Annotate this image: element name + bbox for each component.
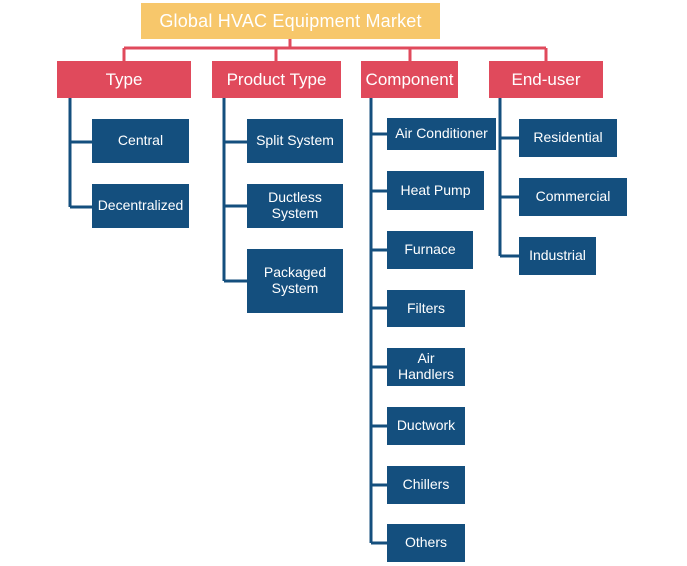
item-packaged-system: Packaged System	[247, 249, 343, 313]
item-decentralized: Decentralized	[92, 184, 189, 228]
item-split-system: Split System	[247, 119, 343, 163]
item-ductwork: Ductwork	[387, 407, 465, 445]
item-central: Central	[92, 119, 189, 163]
item-heat-pump: Heat Pump	[387, 171, 484, 210]
item-residential: Residential	[519, 119, 617, 157]
item-filters: Filters	[387, 290, 465, 327]
item-industrial: Industrial	[519, 237, 596, 275]
item-chillers: Chillers	[387, 466, 465, 504]
item-furnace: Furnace	[387, 231, 473, 269]
item-air-handlers: Air Handlers	[387, 348, 465, 386]
category-product-type: Product Type	[212, 61, 341, 98]
category-type: Type	[57, 61, 191, 98]
item-commercial: Commercial	[519, 178, 627, 216]
item-others: Others	[387, 524, 465, 562]
category-end-user: End-user	[489, 61, 603, 98]
diagram-title: Global HVAC Equipment Market	[141, 3, 440, 39]
item-ductless-system: Ductless System	[247, 184, 343, 228]
item-air-conditioner: Air Conditioner	[387, 118, 496, 150]
category-component: Component	[361, 61, 458, 98]
